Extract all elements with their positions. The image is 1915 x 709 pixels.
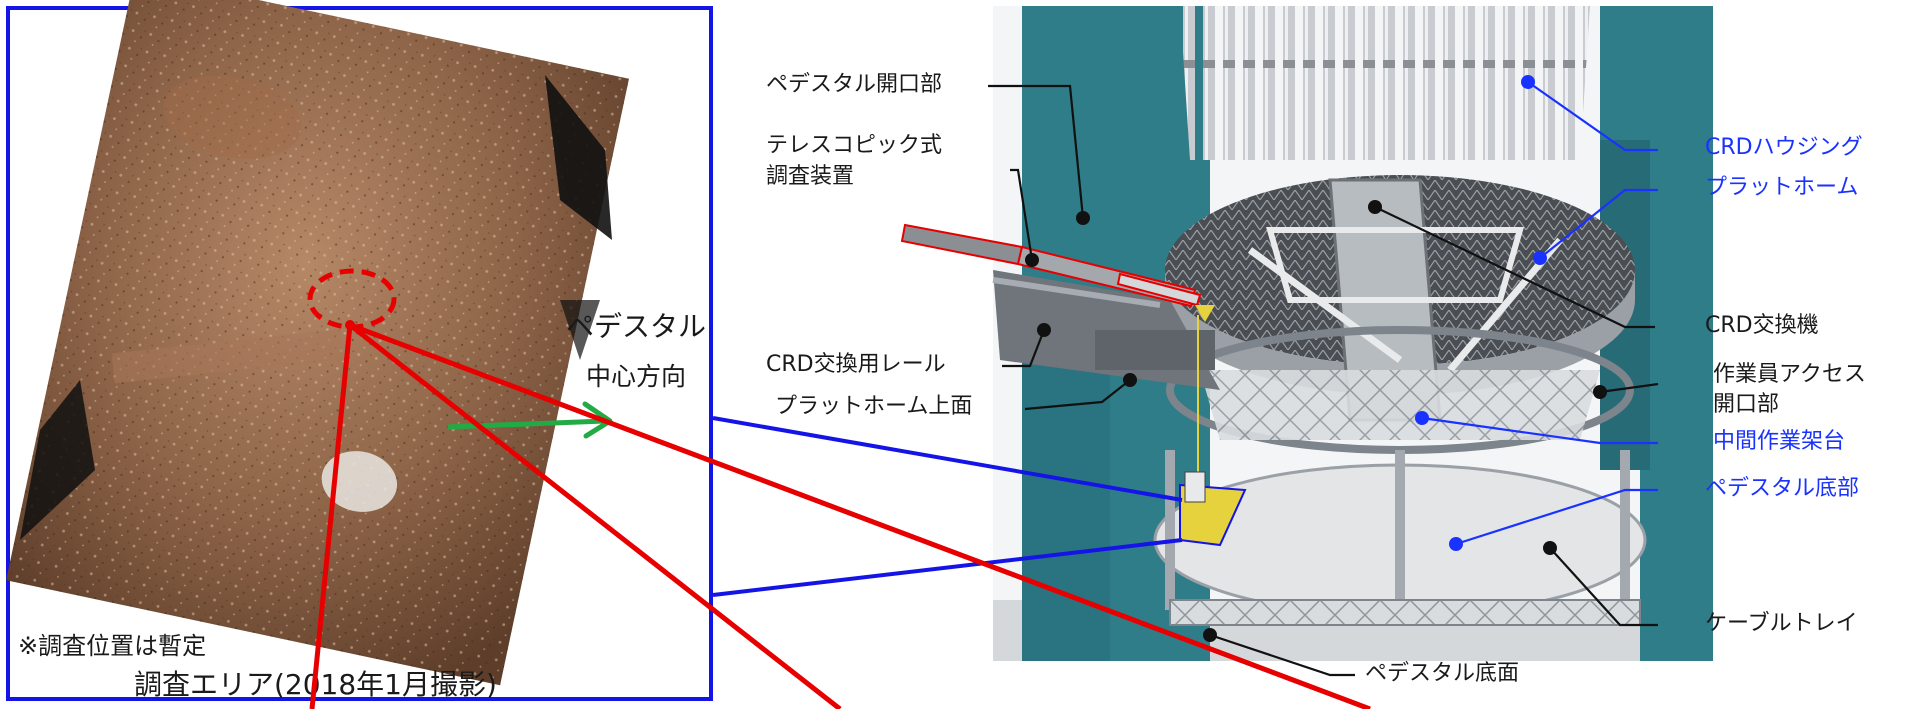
direction-label-line1: ペデスタル: [566, 310, 707, 343]
label-pedestal-opening: ペデスタル開口部: [766, 72, 943, 97]
label-platform-top: プラットホーム上面: [775, 394, 973, 419]
survey-area-caption: 調査エリア(2018年1月撮影): [134, 668, 497, 701]
label-worker-access-line1: 作業員アクセス: [1713, 362, 1866, 387]
label-crd-exchanger: CRD交換機: [1705, 313, 1819, 338]
label-telescopic-line1: テレスコピック式: [766, 133, 943, 158]
label-crd-housing: CRDハウジング: [1705, 135, 1863, 160]
label-cable-tray: ケーブルトレイ: [1705, 611, 1858, 636]
label-worker-access-line2: 開口部: [1713, 392, 1780, 417]
label-pedestal-bottom: ペデスタル底部: [1705, 476, 1860, 501]
direction-label-line2: 中心方向: [586, 362, 687, 391]
label-pedestal-floor: ペデスタル底面: [1365, 661, 1520, 686]
label-platform: プラットホーム: [1705, 175, 1859, 200]
label-telescopic-line2: 調査装置: [766, 164, 855, 189]
label-intermediate-scaffold: 中間作業架台: [1713, 429, 1846, 454]
label-crd-rail: CRD交換用レール: [766, 352, 946, 377]
tentative-position-note: ※調査位置は暫定: [18, 632, 207, 660]
